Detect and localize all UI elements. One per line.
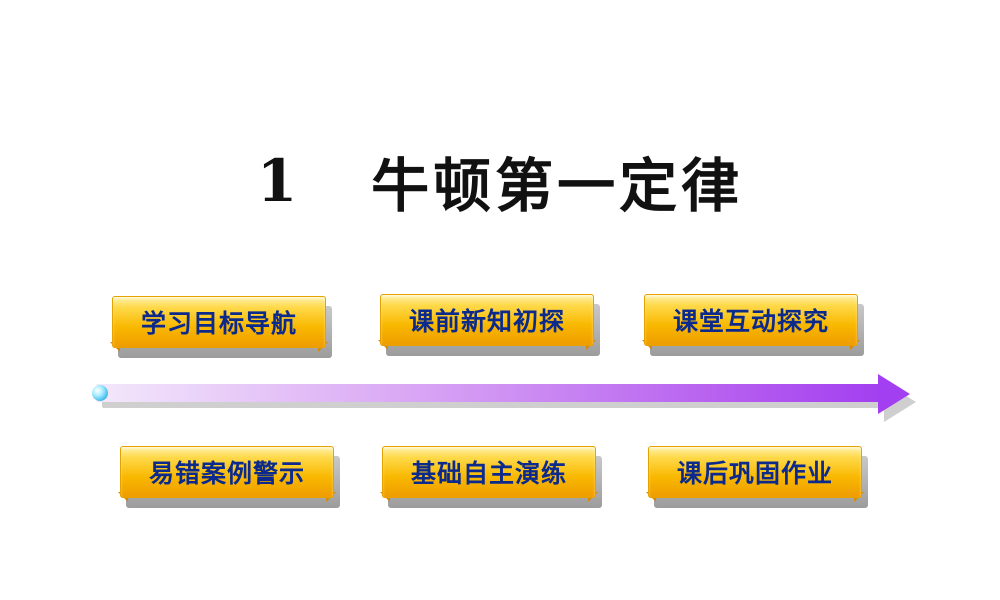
nav-button-preview[interactable]: 课前新知初探: [378, 294, 600, 356]
timeline-arrow-icon: [92, 374, 916, 422]
nav-button-label: 基础自主演练: [382, 446, 596, 498]
nav-button-error-cases[interactable]: 易错案例警示: [118, 446, 340, 508]
lesson-title: 牛顿第一定律: [371, 152, 744, 220]
nav-button-homework[interactable]: 课后巩固作业: [646, 446, 868, 508]
nav-button-label: 课后巩固作业: [648, 446, 862, 498]
nav-button-self-practice[interactable]: 基础自主演练: [380, 446, 602, 508]
start-dot-icon: [92, 385, 108, 401]
nav-button-label: 易错案例警示: [120, 446, 334, 498]
arrow-head: [878, 374, 910, 414]
nav-button-interactive-inquiry[interactable]: 课堂互动探究: [642, 294, 864, 356]
nav-button-label: 课堂互动探究: [644, 294, 858, 346]
nav-button-learning-goals[interactable]: 学习目标导航: [110, 296, 332, 358]
arrow-shaft: [96, 384, 882, 402]
nav-button-label: 课前新知初探: [380, 294, 594, 346]
nav-button-label: 学习目标导航: [112, 296, 326, 348]
lesson-number: 1: [256, 147, 302, 215]
page-title: 1 牛顿第一定律: [0, 136, 1000, 226]
